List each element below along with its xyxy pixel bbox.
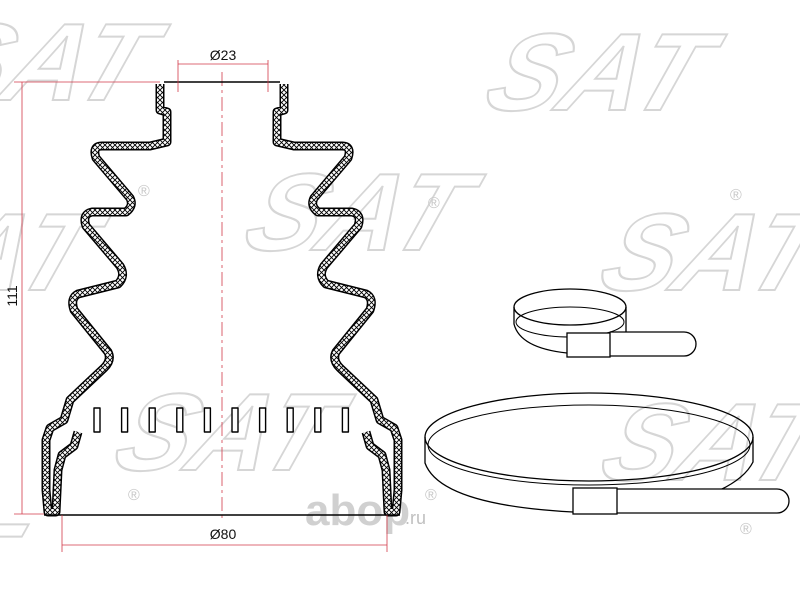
svg-text:SAT: SAT xyxy=(0,501,38,600)
svg-text:.ru: .ru xyxy=(405,508,426,528)
svg-text:SAT: SAT xyxy=(230,151,495,274)
dimension-bottom-diameter xyxy=(61,515,388,552)
top-diameter-label: Ø23 xyxy=(210,47,237,63)
svg-text:®: ® xyxy=(740,521,752,538)
cv-boot xyxy=(41,81,403,517)
svg-text:®: ® xyxy=(128,487,140,504)
small-clamp xyxy=(513,288,697,358)
vent-slot xyxy=(93,407,101,433)
large-clamp xyxy=(424,392,790,515)
svg-text:®: ® xyxy=(138,183,150,200)
vent-slot xyxy=(148,407,156,433)
svg-text:SAT: SAT xyxy=(0,1,180,124)
dimension-height xyxy=(14,81,160,515)
svg-text:SAT: SAT xyxy=(471,11,736,134)
svg-text:®: ® xyxy=(428,195,440,212)
height-label: 111 xyxy=(4,285,20,306)
svg-text:SAT: SAT xyxy=(586,191,800,314)
vent-slot xyxy=(286,407,294,433)
vent-slot xyxy=(120,407,129,433)
dimension-top-diameter xyxy=(177,60,269,92)
vent-slot xyxy=(203,407,212,433)
svg-text:SAT: SAT xyxy=(586,381,800,504)
vent-slot xyxy=(176,407,184,433)
vent-slot xyxy=(314,407,322,433)
svg-text:®: ® xyxy=(730,187,742,204)
svg-text:SAT: SAT xyxy=(100,371,365,494)
vent-slot xyxy=(258,407,267,433)
vent-slot xyxy=(231,407,239,433)
vent-slots xyxy=(93,407,350,433)
vent-slot xyxy=(341,407,350,433)
bottom-diameter-label: Ø80 xyxy=(210,526,237,542)
svg-text:®: ® xyxy=(425,487,437,504)
